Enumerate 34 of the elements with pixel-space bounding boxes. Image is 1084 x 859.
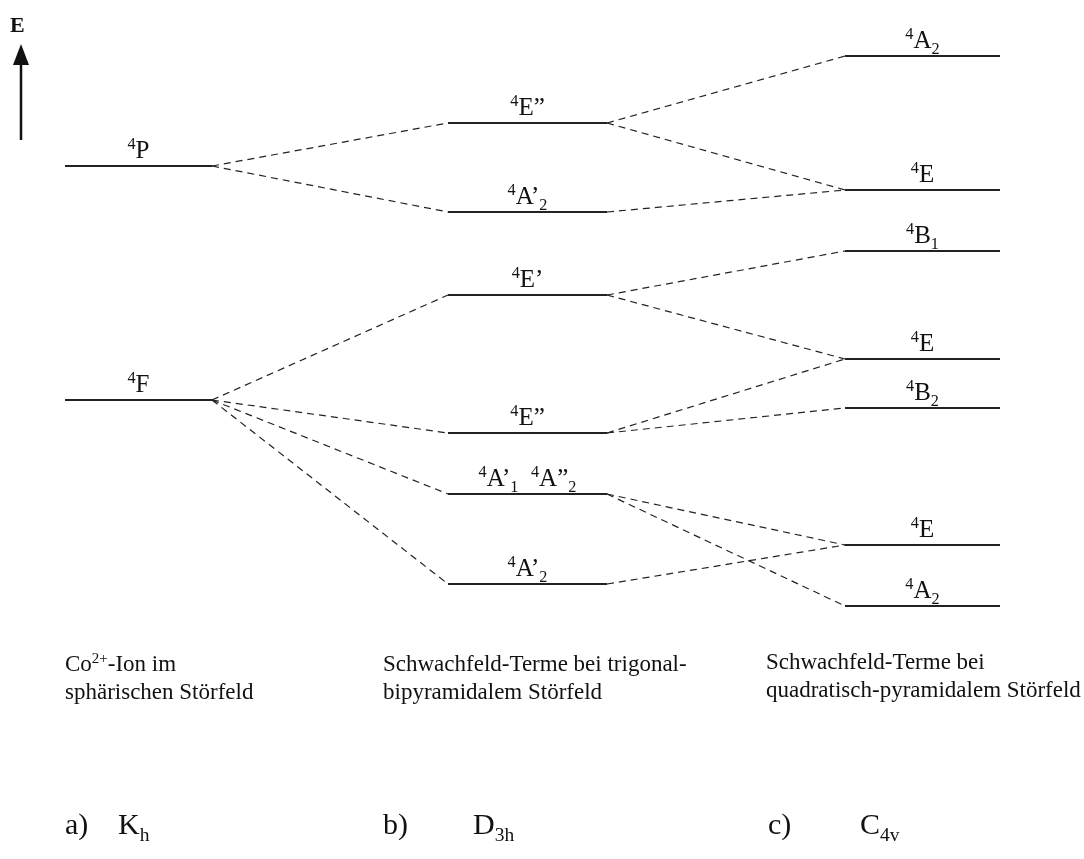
term-symbol: $^{4}$E” [509, 402, 546, 430]
column-letter: c) [768, 806, 793, 842]
term-symbol: $^{4}$P [126, 135, 151, 163]
correlation-line [211, 294, 449, 401]
correlation-line [211, 399, 449, 495]
column-letter: a) [65, 806, 90, 842]
term-symbol: $^{4}$A$_{2}$ [904, 25, 941, 53]
term-symbol: $^{4}$E’ [510, 264, 545, 292]
axis-label: E [10, 12, 26, 39]
correlation-line [211, 165, 449, 213]
correlation-line [606, 250, 846, 296]
term-symbol: $^{4}$A’$_{2}$ [506, 553, 549, 581]
correlation-line [606, 493, 846, 546]
point-group-label: K$_{h}$ [118, 806, 151, 842]
term-symbol: $^{4}$A’$_{2}$ [506, 181, 549, 209]
term-symbol: $^{4}$B$_{1}$ [905, 220, 940, 248]
point-group-label: D$_{3h}$ [473, 806, 516, 842]
term-symbol: $^{4}$E [909, 514, 936, 542]
column-caption: Schwachfeld-Terme bei trigonal-bipyramidalem Störfeld [383, 650, 688, 706]
column-letter: b) [383, 806, 409, 842]
column-caption: Schwachfeld-Terme bei quadratisch-pyramidalem Störfeld [766, 648, 1082, 704]
term-symbol: $^{4}$B$_{2}$ [905, 377, 940, 405]
correlation-line [606, 55, 846, 124]
correlation-line [606, 294, 846, 360]
point-group-label: C$_{4v}$ [860, 806, 901, 842]
term-symbol: $^{4}$A$_{2}$ [904, 575, 941, 603]
term-symbol: $^{4}$A’$_{1}$ $^{4}$A”$_{2}$ [477, 463, 578, 491]
column-caption: Co$^{2+}$-Ion im sphärischen Störfeld [65, 650, 255, 706]
term-symbol: $^{4}$E” [509, 92, 546, 120]
term-symbol: $^{4}$E [909, 159, 936, 187]
term-symbol: $^{4}$E [909, 328, 936, 356]
correlation-line [606, 122, 846, 191]
term-symbol: $^{4}$F [126, 369, 151, 397]
correlation-line [606, 544, 846, 585]
